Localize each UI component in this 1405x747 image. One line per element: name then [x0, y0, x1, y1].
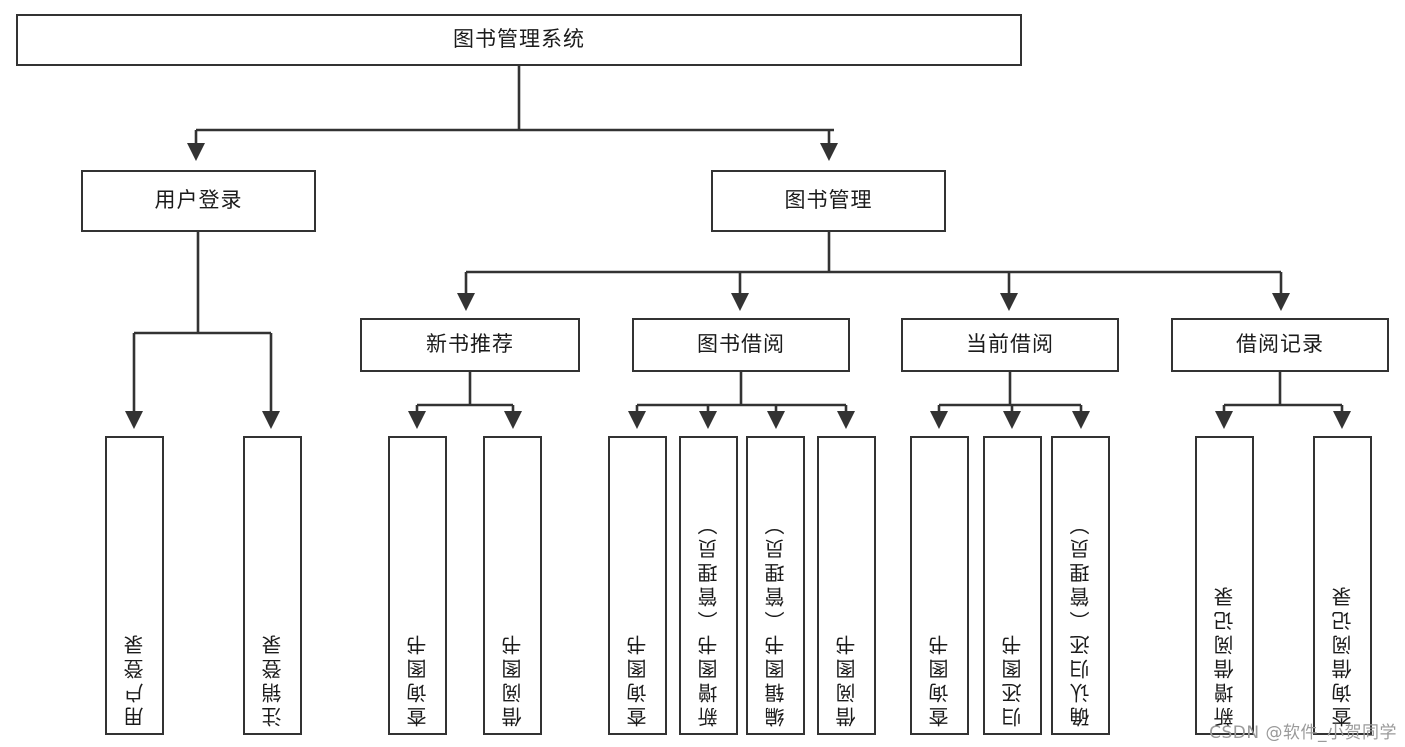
node-leaf-logout-label: 注销登录 [260, 631, 285, 727]
node-leaf-query-record[interactable]: 查询借阅记录 [1313, 436, 1372, 735]
node-leaf-query-book-2[interactable]: 查询图书 [608, 436, 667, 735]
node-leaf-return-book-label: 归还图书 [1000, 631, 1025, 727]
node-leaf-edit-book[interactable]: 编辑图书（管理员） [746, 436, 805, 735]
node-leaf-add-book[interactable]: 新增图书（管理员） [679, 436, 738, 735]
node-new-book-recommend[interactable]: 新书推荐 [360, 318, 580, 372]
node-current-borrow-label: 当前借阅 [966, 332, 1054, 357]
node-book-borrow-label: 图书借阅 [697, 332, 785, 357]
node-book-borrow[interactable]: 图书借阅 [632, 318, 850, 372]
node-book-manage-label: 图书管理 [784, 188, 873, 213]
node-root[interactable]: 图书管理系统 [16, 14, 1022, 66]
node-borrow-record[interactable]: 借阅记录 [1171, 318, 1389, 372]
node-leaf-query-book-1-label: 查询图书 [405, 631, 430, 727]
node-current-borrow[interactable]: 当前借阅 [901, 318, 1119, 372]
node-leaf-user-login[interactable]: 用户登录 [105, 436, 164, 735]
node-leaf-query-book-3[interactable]: 查询图书 [910, 436, 969, 735]
node-book-manage[interactable]: 图书管理 [711, 170, 946, 232]
node-root-label: 图书管理系统 [453, 27, 585, 52]
watermark: CSDN @软件_小贺同学 [1209, 723, 1397, 743]
node-leaf-borrow-book-1-label: 借阅图书 [500, 631, 525, 727]
node-leaf-return-book[interactable]: 归还图书 [983, 436, 1042, 735]
node-leaf-confirm-return-label: 确认归还（管理员） [1068, 511, 1093, 727]
node-leaf-add-record[interactable]: 新增借阅记录 [1195, 436, 1254, 735]
node-leaf-user-login-label: 用户登录 [122, 631, 147, 727]
node-borrow-record-label: 借阅记录 [1236, 332, 1324, 357]
node-new-book-recommend-label: 新书推荐 [426, 332, 514, 357]
node-leaf-borrow-book-2-label: 借阅图书 [834, 631, 859, 727]
node-leaf-add-book-label: 新增图书（管理员） [696, 511, 721, 727]
node-leaf-edit-book-label: 编辑图书（管理员） [763, 511, 788, 727]
node-leaf-logout[interactable]: 注销登录 [243, 436, 302, 735]
node-leaf-borrow-book-1[interactable]: 借阅图书 [483, 436, 542, 735]
node-leaf-borrow-book-2[interactable]: 借阅图书 [817, 436, 876, 735]
node-leaf-query-book-2-label: 查询图书 [625, 631, 650, 727]
node-user-login-label: 用户登录 [154, 188, 243, 213]
node-leaf-add-record-label: 新增借阅记录 [1212, 583, 1237, 727]
node-leaf-query-record-label: 查询借阅记录 [1330, 583, 1355, 727]
node-leaf-query-book-1[interactable]: 查询图书 [388, 436, 447, 735]
node-leaf-query-book-3-label: 查询图书 [927, 631, 952, 727]
node-user-login[interactable]: 用户登录 [81, 170, 316, 232]
node-leaf-confirm-return[interactable]: 确认归还（管理员） [1051, 436, 1110, 735]
